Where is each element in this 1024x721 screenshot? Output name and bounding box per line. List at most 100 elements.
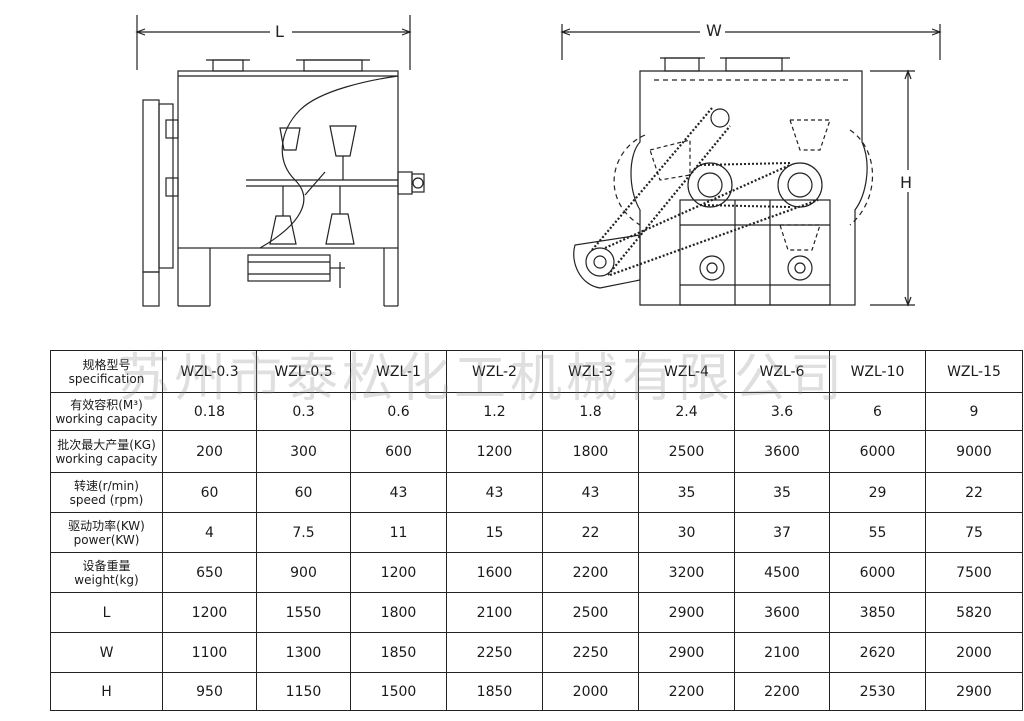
row-label-cn: 设备重量 bbox=[82, 558, 131, 573]
table-cell: 5820 bbox=[925, 592, 1023, 633]
technical-drawings bbox=[135, 15, 942, 307]
table-cell: 3200 bbox=[638, 552, 735, 593]
table-cell: 900 bbox=[256, 552, 351, 593]
model-header-cell: WZL-6 bbox=[734, 350, 830, 393]
table-cell: 2200 bbox=[542, 552, 639, 593]
table-cell: 22 bbox=[542, 512, 639, 553]
model-header-cell: WZL-3 bbox=[542, 350, 639, 393]
table-cell: 3600 bbox=[734, 592, 830, 633]
table-cell: 55 bbox=[829, 512, 926, 553]
header-label-en: specification bbox=[68, 371, 145, 386]
dimension-label-length: L bbox=[275, 22, 284, 41]
table-cell: 2250 bbox=[446, 632, 543, 673]
table-cell: 0.6 bbox=[350, 392, 447, 431]
table-cell: 2200 bbox=[734, 672, 830, 711]
model-header-cell: WZL-4 bbox=[638, 350, 735, 393]
table-cell: 600 bbox=[350, 430, 447, 473]
dimension-label-width: W bbox=[706, 21, 722, 40]
row-label-cn: 转速(r/min) bbox=[74, 478, 139, 493]
table-cell: 2250 bbox=[542, 632, 639, 673]
table-cell: 1200 bbox=[350, 552, 447, 593]
table-cell: 200 bbox=[162, 430, 257, 473]
table-cell: 2500 bbox=[542, 592, 639, 633]
row-label-cell: 转速(r/min)speed (rpm) bbox=[50, 472, 163, 513]
table-cell: 1300 bbox=[256, 632, 351, 673]
header-label-cn: 规格型号 bbox=[82, 357, 131, 372]
table-cell: 0.3 bbox=[256, 392, 351, 431]
table-cell: 1550 bbox=[256, 592, 351, 633]
table-cell: 4500 bbox=[734, 552, 830, 593]
model-header-cell: WZL-15 bbox=[925, 350, 1023, 393]
table-cell: 7500 bbox=[925, 552, 1023, 593]
table-cell: 1.2 bbox=[446, 392, 543, 431]
row-label-en: speed (rpm) bbox=[69, 492, 144, 507]
table-cell: 6 bbox=[829, 392, 926, 431]
table-cell: 35 bbox=[638, 472, 735, 513]
model-header-cell: WZL-0.5 bbox=[256, 350, 351, 393]
table-cell: 3.6 bbox=[734, 392, 830, 431]
row-label-cell: 驱动功率(KW)power(KW) bbox=[50, 512, 163, 553]
table-cell: 60 bbox=[162, 472, 257, 513]
table-cell: 22 bbox=[925, 472, 1023, 513]
table-cell: 2000 bbox=[925, 632, 1023, 673]
table-cell: 300 bbox=[256, 430, 351, 473]
table-cell: 11 bbox=[350, 512, 447, 553]
table-cell: 1200 bbox=[446, 430, 543, 473]
table-cell: 2530 bbox=[829, 672, 926, 711]
table-cell: 35 bbox=[734, 472, 830, 513]
row-label-cn: 批次最大产量(KG) bbox=[57, 437, 156, 452]
table-cell: 1150 bbox=[256, 672, 351, 711]
table-cell: 29 bbox=[829, 472, 926, 513]
table-cell: 43 bbox=[446, 472, 543, 513]
table-cell: 43 bbox=[542, 472, 639, 513]
model-header-cell: WZL-1 bbox=[350, 350, 447, 393]
table-cell: 1.8 bbox=[542, 392, 639, 431]
row-label-cell: L bbox=[50, 592, 163, 633]
table-cell: 1800 bbox=[542, 430, 639, 473]
table-cell: 2900 bbox=[638, 592, 735, 633]
table-cell: 60 bbox=[256, 472, 351, 513]
table-cell: 4 bbox=[162, 512, 257, 553]
side-view-drawing bbox=[560, 24, 942, 307]
table-cell: 1850 bbox=[446, 672, 543, 711]
row-label-cn: 驱动功率(KW) bbox=[68, 518, 145, 533]
dimension-label-height: H bbox=[900, 173, 913, 192]
model-header-cell: WZL-0.3 bbox=[162, 350, 257, 393]
table-cell: 3600 bbox=[734, 430, 830, 473]
model-header-cell: WZL-2 bbox=[446, 350, 543, 393]
table-cell: 43 bbox=[350, 472, 447, 513]
table-cell: 2100 bbox=[446, 592, 543, 633]
row-label-cell: 有效容积(M³)working capacity bbox=[50, 392, 163, 431]
table-cell: 2.4 bbox=[638, 392, 735, 431]
table-cell: 9000 bbox=[925, 430, 1023, 473]
table-cell: 3850 bbox=[829, 592, 926, 633]
row-label-cell: 批次最大产量(KG)working capacity bbox=[50, 430, 163, 473]
table-cell: 6000 bbox=[829, 430, 926, 473]
row-label-en: working capacity bbox=[55, 411, 158, 426]
table-cell: 650 bbox=[162, 552, 257, 593]
table-cell: 15 bbox=[446, 512, 543, 553]
table-cell: 2620 bbox=[829, 632, 926, 673]
table-cell: 30 bbox=[638, 512, 735, 553]
table-cell: 2100 bbox=[734, 632, 830, 673]
table-cell: 2900 bbox=[925, 672, 1023, 711]
row-label-cn: H bbox=[101, 683, 112, 700]
row-label-cn: L bbox=[102, 604, 111, 621]
row-label-en: power(KW) bbox=[73, 532, 140, 547]
table-cell: 2200 bbox=[638, 672, 735, 711]
table-cell: 7.5 bbox=[256, 512, 351, 553]
table-cell: 2000 bbox=[542, 672, 639, 711]
row-label-en: working capacity bbox=[55, 451, 158, 466]
table-cell: 2900 bbox=[638, 632, 735, 673]
